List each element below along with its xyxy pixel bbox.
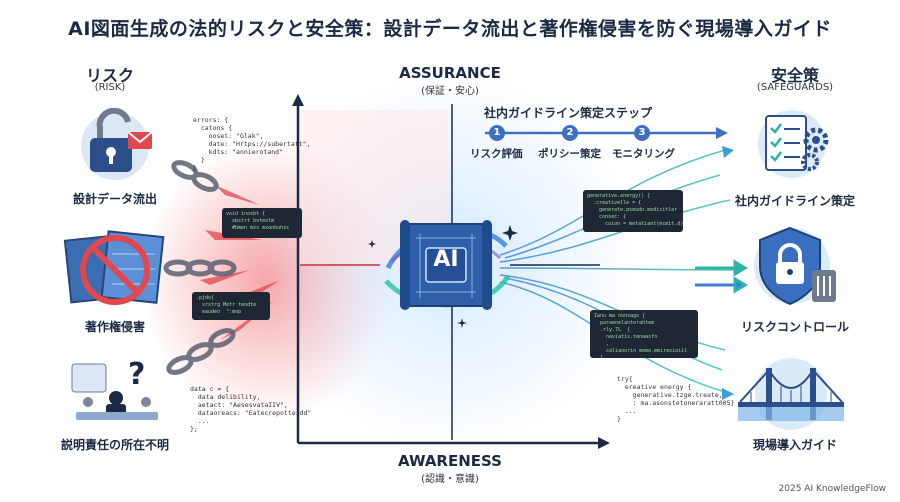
code-snippet-bottom-left: data c = { data delibility, aetact: "Aes… <box>190 385 312 433</box>
bridge-icon <box>738 358 844 430</box>
steps-arrow <box>485 127 728 139</box>
code-snippet-bottom-right: try{ ereative energy { generative.tzge.t… <box>617 375 735 423</box>
safeguard-item-guideline: 社内ガイドライン策定 <box>734 194 855 208</box>
code-snippet-top-left: errors: { catons { ooset: "Glak", date: … <box>193 116 311 172</box>
guideline-steps-title: 社内ガイドライン策定ステップ <box>484 106 653 120</box>
checklist-gear-icon <box>758 110 829 178</box>
padlock-icon <box>81 108 153 180</box>
shield-lock-icon <box>754 226 836 306</box>
step-2-number: 2 <box>562 125 578 141</box>
x-axis-label: AWARENESS <box>398 452 502 470</box>
code-panel-left-2: .pjdo{ srstrg Metr teodte eaudeo ":mnp <box>192 292 270 320</box>
x-axis-sublabel: (認識・意識) <box>421 474 479 485</box>
safeguards-subheading: (SAFEGUARDS) <box>756 82 834 93</box>
step-2-label: ポリシー策定 <box>538 148 601 160</box>
ai-blueprint-emblem <box>384 220 511 310</box>
code-panel-left-1: void inosbt { sbstrt bvteolm #bmen mxs m… <box>222 208 302 238</box>
risk-item-copyright: 著作権侵害 <box>84 320 145 334</box>
code-panel-right-1: generative.energy() { .creativelle = { g… <box>583 190 683 232</box>
prohibited-blueprint-icon <box>63 230 165 305</box>
safeguard-item-field-guide: 現場導入ガイド <box>752 438 837 452</box>
svg-text:?: ? <box>128 357 145 392</box>
risk-item-accountability: 説明責任の所在不明 <box>60 438 169 452</box>
page-title: AI図面生成の法的リスクと安全策：設計データ流出と著作権侵害を防ぐ現場導入ガイド <box>68 18 832 40</box>
safeguard-item-risk-control: リスクコントロール <box>740 320 849 334</box>
step-3-number: 3 <box>634 125 650 141</box>
risk-heading: リスク <box>85 66 134 85</box>
risk-subheading: (RISK) <box>94 82 126 93</box>
safeguards-heading: 安全策 <box>770 66 819 85</box>
code-panel-right-2: Ianu ma nonsago { paraenelanterahtem .rl… <box>590 310 698 358</box>
risk-item-data-leak: 設計データ流出 <box>72 192 157 206</box>
y-axis-label: ASSURANCE <box>399 64 501 82</box>
step-3-label: モニタリング <box>612 148 675 160</box>
y-axis-sublabel: (保証・安心) <box>421 86 479 97</box>
step-1-label: リスク評価 <box>470 148 523 160</box>
footer-credit: 2025 AI KnowledgeFlow <box>778 484 886 494</box>
meeting-question-icon: ? <box>71 357 158 420</box>
step-1-number: 1 <box>489 125 505 141</box>
ai-badge: AI <box>433 247 459 272</box>
